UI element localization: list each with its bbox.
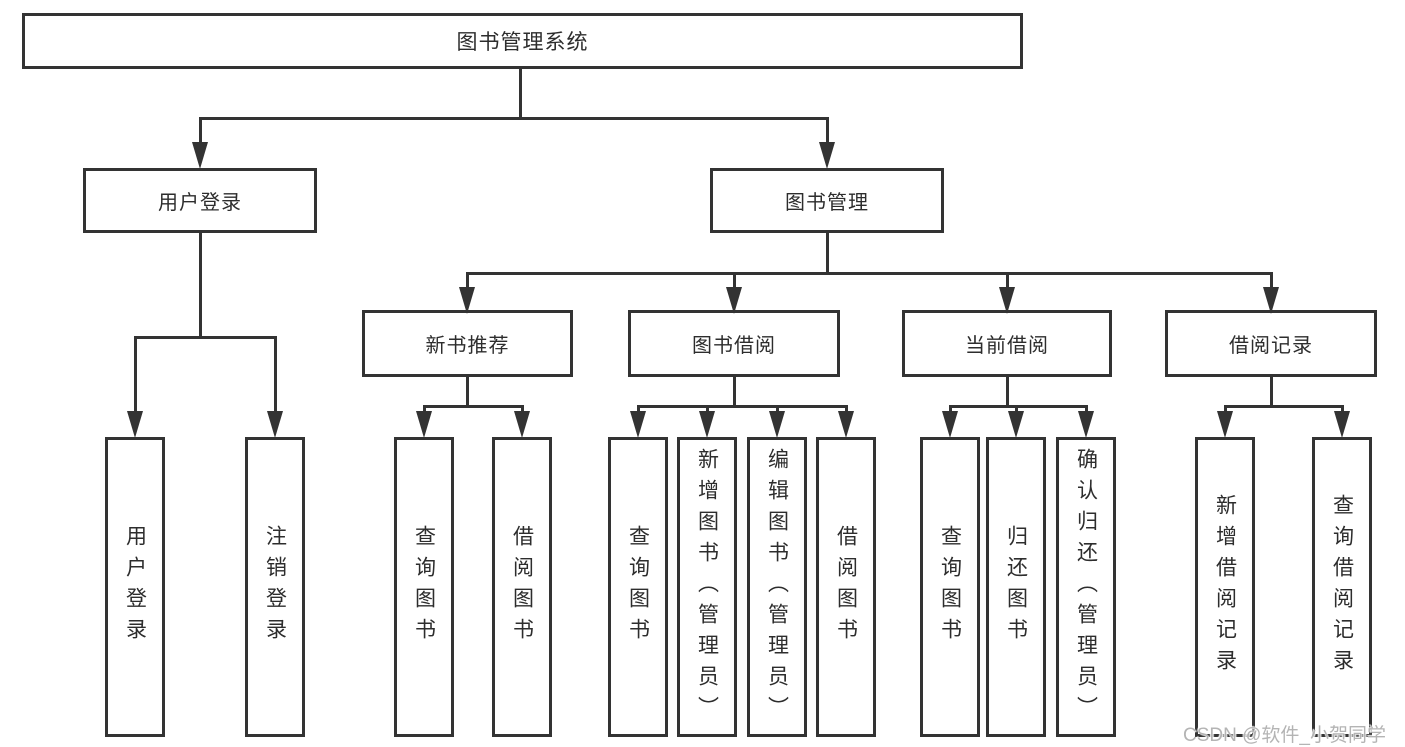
leaf-edit-books-admin: 编辑图书（管理员） bbox=[747, 437, 807, 737]
connector-vline bbox=[706, 405, 709, 412]
node-book-borrow-label: 图书借阅 bbox=[692, 335, 776, 357]
connector-vline bbox=[1341, 405, 1344, 412]
leaf-query-books-recommend: 查询图书 bbox=[394, 437, 454, 737]
leaf-query-borrow-record-label: 查询借阅记录 bbox=[1330, 494, 1354, 680]
leaf-borrow-books-recommend: 借阅图书 bbox=[492, 437, 552, 737]
node-current-borrow-label: 当前借阅 bbox=[965, 335, 1049, 357]
connector-vline bbox=[845, 405, 848, 412]
arrow-down-icon bbox=[127, 411, 143, 438]
arrow-down-icon bbox=[459, 287, 475, 314]
connector-hline bbox=[199, 117, 829, 120]
arrow-down-icon bbox=[1334, 411, 1350, 438]
connector-vline bbox=[466, 272, 469, 288]
connector-vline bbox=[1270, 377, 1273, 408]
connector-hline bbox=[466, 272, 1273, 275]
connector-vline bbox=[274, 336, 277, 412]
arrow-down-icon bbox=[630, 411, 646, 438]
node-book-management: 图书管理 bbox=[710, 168, 944, 233]
arrow-down-icon bbox=[999, 287, 1015, 314]
node-root: 图书管理系统 bbox=[22, 13, 1023, 69]
connector-hline bbox=[134, 336, 277, 339]
leaf-add-borrow-record-label: 新增借阅记录 bbox=[1213, 494, 1237, 680]
leaf-add-books-admin-label: 新增图书（管理员） bbox=[695, 447, 719, 727]
arrow-down-icon bbox=[514, 411, 530, 438]
node-root-label: 图书管理系统 bbox=[456, 31, 589, 54]
connector-vline bbox=[1224, 405, 1227, 412]
leaf-return-books: 归还图书 bbox=[986, 437, 1046, 737]
connector-vline bbox=[776, 405, 779, 412]
arrow-down-icon bbox=[192, 142, 208, 169]
arrow-down-icon bbox=[769, 411, 785, 438]
connector-vline bbox=[733, 272, 736, 288]
leaf-user-login: 用户登录 bbox=[105, 437, 165, 737]
arrow-down-icon bbox=[1263, 287, 1279, 314]
connector-vline bbox=[423, 405, 426, 412]
leaf-return-books-label: 归还图书 bbox=[1004, 525, 1028, 649]
connector-hline bbox=[423, 405, 524, 408]
connector-vline bbox=[519, 69, 522, 120]
leaf-query-books-current: 查询图书 bbox=[920, 437, 980, 737]
leaf-logout-label: 注销登录 bbox=[263, 525, 287, 649]
leaf-edit-books-admin-label: 编辑图书（管理员） bbox=[765, 447, 789, 727]
connector-vline bbox=[733, 377, 736, 408]
node-borrow-records-label: 借阅记录 bbox=[1229, 335, 1313, 357]
leaf-borrow-books-borrow-label: 借阅图书 bbox=[834, 525, 858, 649]
leaf-query-books-current-label: 查询图书 bbox=[938, 525, 962, 649]
connector-vline bbox=[949, 405, 952, 412]
node-book-management-label: 图书管理 bbox=[785, 192, 869, 214]
leaf-query-books-recommend-label: 查询图书 bbox=[412, 525, 436, 649]
connector-vline bbox=[637, 405, 640, 412]
connector-vline bbox=[1085, 405, 1088, 412]
node-user-login: 用户登录 bbox=[83, 168, 317, 233]
connector-hline bbox=[949, 405, 1088, 408]
leaf-add-books-admin: 新增图书（管理员） bbox=[677, 437, 737, 737]
leaf-confirm-return-admin: 确认归还（管理员） bbox=[1056, 437, 1116, 737]
leaf-borrow-books-recommend-label: 借阅图书 bbox=[510, 525, 534, 649]
connector-vline bbox=[199, 233, 202, 339]
arrow-down-icon bbox=[1078, 411, 1094, 438]
arrow-down-icon bbox=[1008, 411, 1024, 438]
leaf-query-borrow-record: 查询借阅记录 bbox=[1312, 437, 1372, 737]
connector-hline bbox=[637, 405, 848, 408]
connector-vline bbox=[1270, 272, 1273, 288]
node-borrow-records: 借阅记录 bbox=[1165, 310, 1377, 377]
leaf-add-borrow-record: 新增借阅记录 bbox=[1195, 437, 1255, 737]
watermark: CSDN @软件_小贺同学 bbox=[1183, 725, 1386, 746]
connector-hline bbox=[1224, 405, 1344, 408]
connector-vline bbox=[1015, 405, 1018, 412]
connector-vline bbox=[521, 405, 524, 412]
connector-vline bbox=[826, 233, 829, 275]
node-new-book-recommend-label: 新书推荐 bbox=[425, 335, 510, 357]
arrow-down-icon bbox=[942, 411, 958, 438]
leaf-query-books-borrow: 查询图书 bbox=[608, 437, 668, 737]
connector-vline bbox=[134, 336, 137, 412]
node-user-login-label: 用户登录 bbox=[158, 192, 242, 214]
connector-vline bbox=[199, 117, 202, 143]
node-current-borrow: 当前借阅 bbox=[902, 310, 1112, 377]
leaf-query-books-borrow-label: 查询图书 bbox=[626, 525, 650, 649]
connector-vline bbox=[826, 117, 829, 143]
arrow-down-icon bbox=[699, 411, 715, 438]
leaf-user-login-label: 用户登录 bbox=[123, 525, 147, 649]
arrow-down-icon bbox=[819, 142, 835, 169]
leaf-logout: 注销登录 bbox=[245, 437, 305, 737]
arrow-down-icon bbox=[838, 411, 854, 438]
arrow-down-icon bbox=[726, 287, 742, 314]
connector-vline bbox=[466, 377, 469, 408]
node-book-borrow: 图书借阅 bbox=[628, 310, 840, 377]
arrow-down-icon bbox=[267, 411, 283, 438]
leaf-borrow-books-borrow: 借阅图书 bbox=[816, 437, 876, 737]
connector-vline bbox=[1006, 377, 1009, 408]
connector-vline bbox=[1006, 272, 1009, 288]
arrow-down-icon bbox=[1217, 411, 1233, 438]
arrow-down-icon bbox=[416, 411, 432, 438]
leaf-confirm-return-admin-label: 确认归还（管理员） bbox=[1074, 447, 1098, 727]
node-new-book-recommend: 新书推荐 bbox=[362, 310, 573, 377]
